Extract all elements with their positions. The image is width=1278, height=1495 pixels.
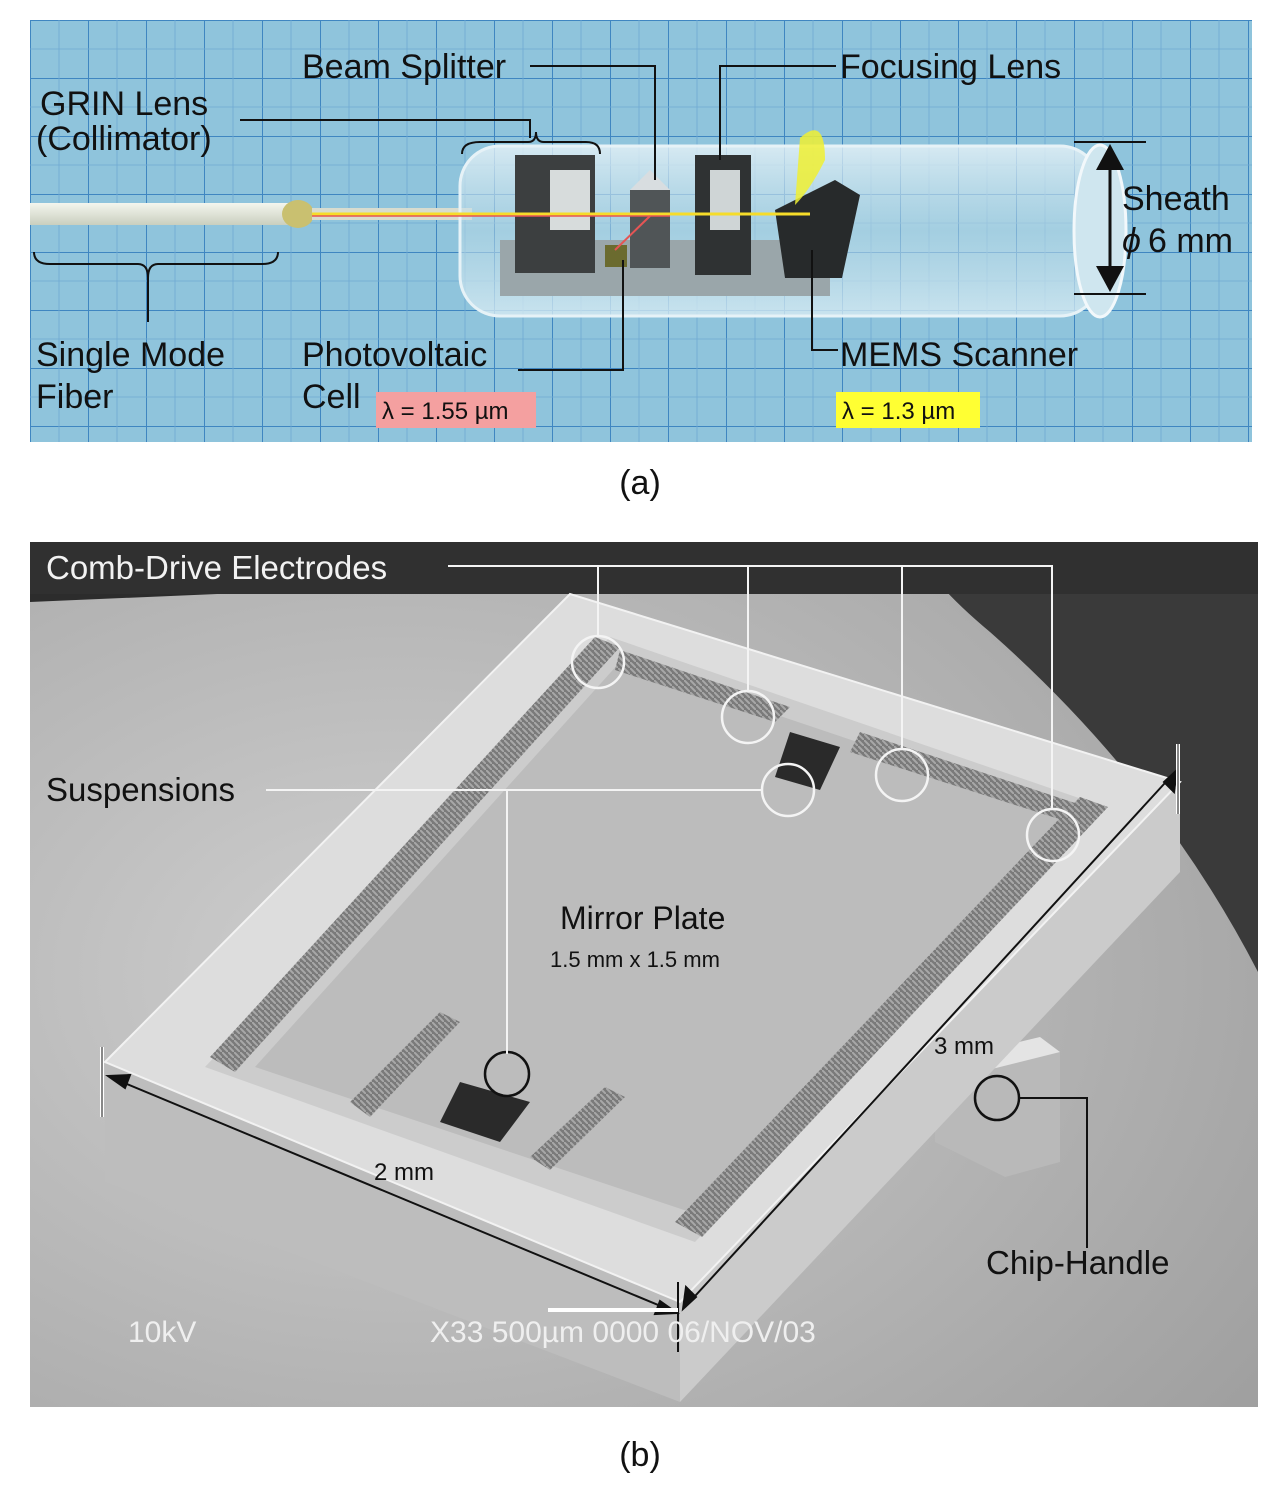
label-3mm: 3 mm [934,1033,994,1060]
sem-info-bar: X33 500µm 0000 06/NOV/03 [430,1316,816,1349]
chip-right-face [680,782,1180,1402]
label-beam-splitter: Beam Splitter [302,48,506,86]
label-mems-scanner: MEMS Scanner [840,336,1078,374]
label-grin-lens: GRIN Lens [40,85,208,123]
label-collimator: (Collimator) [36,120,212,158]
chip-handle-leader [1019,1097,1088,1248]
scan-beam-yellow [795,130,825,205]
caption-b: (b) [619,1436,661,1474]
label-sheath: Sheath [1122,180,1230,218]
panel-a-figure: Beam Splitter Focusing Lens GRIN Lens (C… [30,20,1252,442]
label-wavelength-1300: λ = 1.3 µm [842,398,955,425]
label-suspensions: Suspensions [46,771,235,808]
mirror-plate [255,662,1080,1212]
label-2mm: 2 mm [374,1159,434,1186]
wavelength-tag-yellow [836,392,980,428]
label-fiber: Fiber [36,378,113,416]
mems-scanner-body [775,180,860,278]
label-phi: ϕ [1122,222,1141,260]
photovoltaic-cell [605,245,627,267]
single-mode-fiber [30,203,290,225]
comb-drive-electrodes [210,637,1108,1237]
panel-b-leader-lines [266,565,1053,1054]
label-comb-drive-electrodes: Comb-Drive Electrodes [46,549,387,586]
label-chip-handle: Chip-Handle [986,1244,1169,1281]
label-mirror-plate: Mirror Plate [560,900,725,936]
label-focusing-lens: Focusing Lens [840,48,1061,86]
fiber-ferrule [282,200,314,228]
sheath-dimension [1074,141,1146,295]
panel-b-sem-image: Comb-Drive Electrodes Suspensions Mirror… [30,542,1258,1407]
panel-a-photo: Beam Splitter Focusing Lens GRIN Lens (C… [30,20,1252,442]
label-sheath-diameter: 6 mm [1148,222,1233,260]
caption-a: (a) [619,464,661,502]
label-cell: Cell [302,378,361,416]
label-single-mode: Single Mode [36,336,225,374]
chip-front-face [105,1062,680,1402]
wavelength-tag-red [376,392,536,428]
label-wavelength-1550: λ = 1.55 µm [382,398,509,425]
label-mirror-size: 1.5 mm x 1.5 mm [550,947,720,972]
panel-a-leader-lines [33,65,838,371]
sem-voltage: 10kV [128,1316,196,1349]
label-photovoltaic: Photovoltaic [302,336,487,374]
scale-bar [548,1308,678,1312]
panel-b-figure: Comb-Drive Electrodes Suspensions Mirror… [30,542,1258,1407]
